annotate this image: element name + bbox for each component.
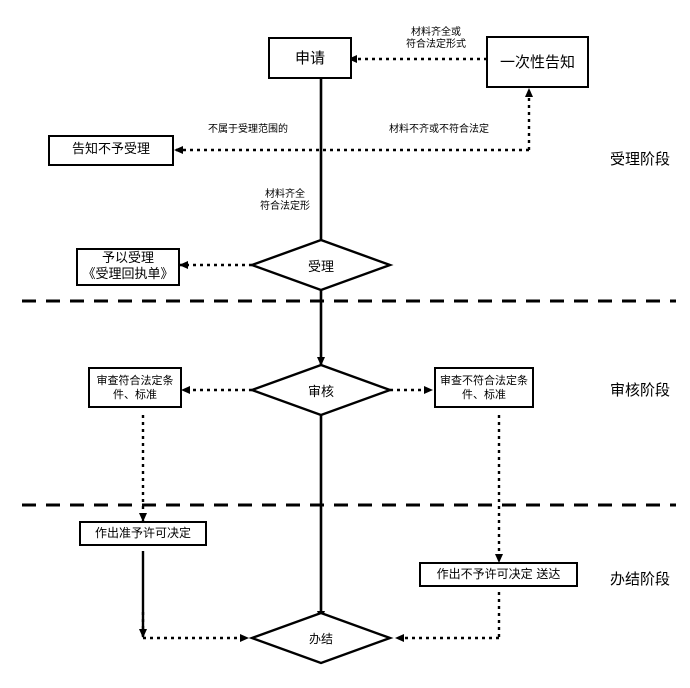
node-decide-approve-label: 作出准予许可决定 xyxy=(94,526,191,540)
node-review-fail-label: 审查不符合法定条 件、标准 xyxy=(440,373,528,401)
node-review-pass[interactable]: 审查符合法定条 件、标准 xyxy=(88,367,182,408)
edge-label-materials-complete-legal: 材料齐全 符合法定形 xyxy=(260,189,310,212)
node-accept-grant[interactable]: 予以受理 《受理回执单》 xyxy=(76,248,180,286)
node-notify-reject[interactable]: 告知不予受理 xyxy=(48,135,174,166)
stage-label-complete: 办结阶段 xyxy=(610,570,671,588)
node-complete-label: 办结 xyxy=(308,631,333,646)
node-one-time-notice[interactable]: 一次性告知 xyxy=(486,36,589,88)
node-complete[interactable]: 办结 xyxy=(288,626,354,650)
stage-label-review: 审核阶段 xyxy=(610,381,671,399)
node-review[interactable]: 审核 xyxy=(288,378,354,402)
edge-label-materials-complete-or-legal: 材料齐全或 符合法定形式 xyxy=(406,27,466,50)
node-apply[interactable]: 申请 xyxy=(268,37,352,79)
node-apply-label: 申请 xyxy=(294,48,325,67)
node-review-fail[interactable]: 审查不符合法定条 件、标准 xyxy=(434,367,534,408)
node-decide-deny-label: 作出不予许可决定 送达 xyxy=(436,567,561,581)
node-review-label: 审核 xyxy=(307,384,334,400)
node-decide-deny[interactable]: 作出不予许可决定 送达 xyxy=(419,562,578,587)
node-decide-approve[interactable]: 作出准予许可决定 xyxy=(79,521,207,546)
edge-label-not-in-accept-scope: 不属于受理范围的 xyxy=(208,124,288,135)
node-accept-label: 受理 xyxy=(307,259,334,275)
node-notify-reject-label: 告知不予受理 xyxy=(71,142,150,158)
edge-label-materials-incomplete: 材料不齐或不符合法定 xyxy=(389,124,489,135)
node-accept-grant-label: 予以受理 《受理回执单》 xyxy=(82,250,174,282)
node-review-pass-label: 审查符合法定条 件、标准 xyxy=(96,373,174,401)
node-accept[interactable]: 受理 xyxy=(288,253,354,277)
node-one-time-notice-label: 一次性告知 xyxy=(499,52,575,71)
stage-label-accept: 受理阶段 xyxy=(610,150,671,168)
